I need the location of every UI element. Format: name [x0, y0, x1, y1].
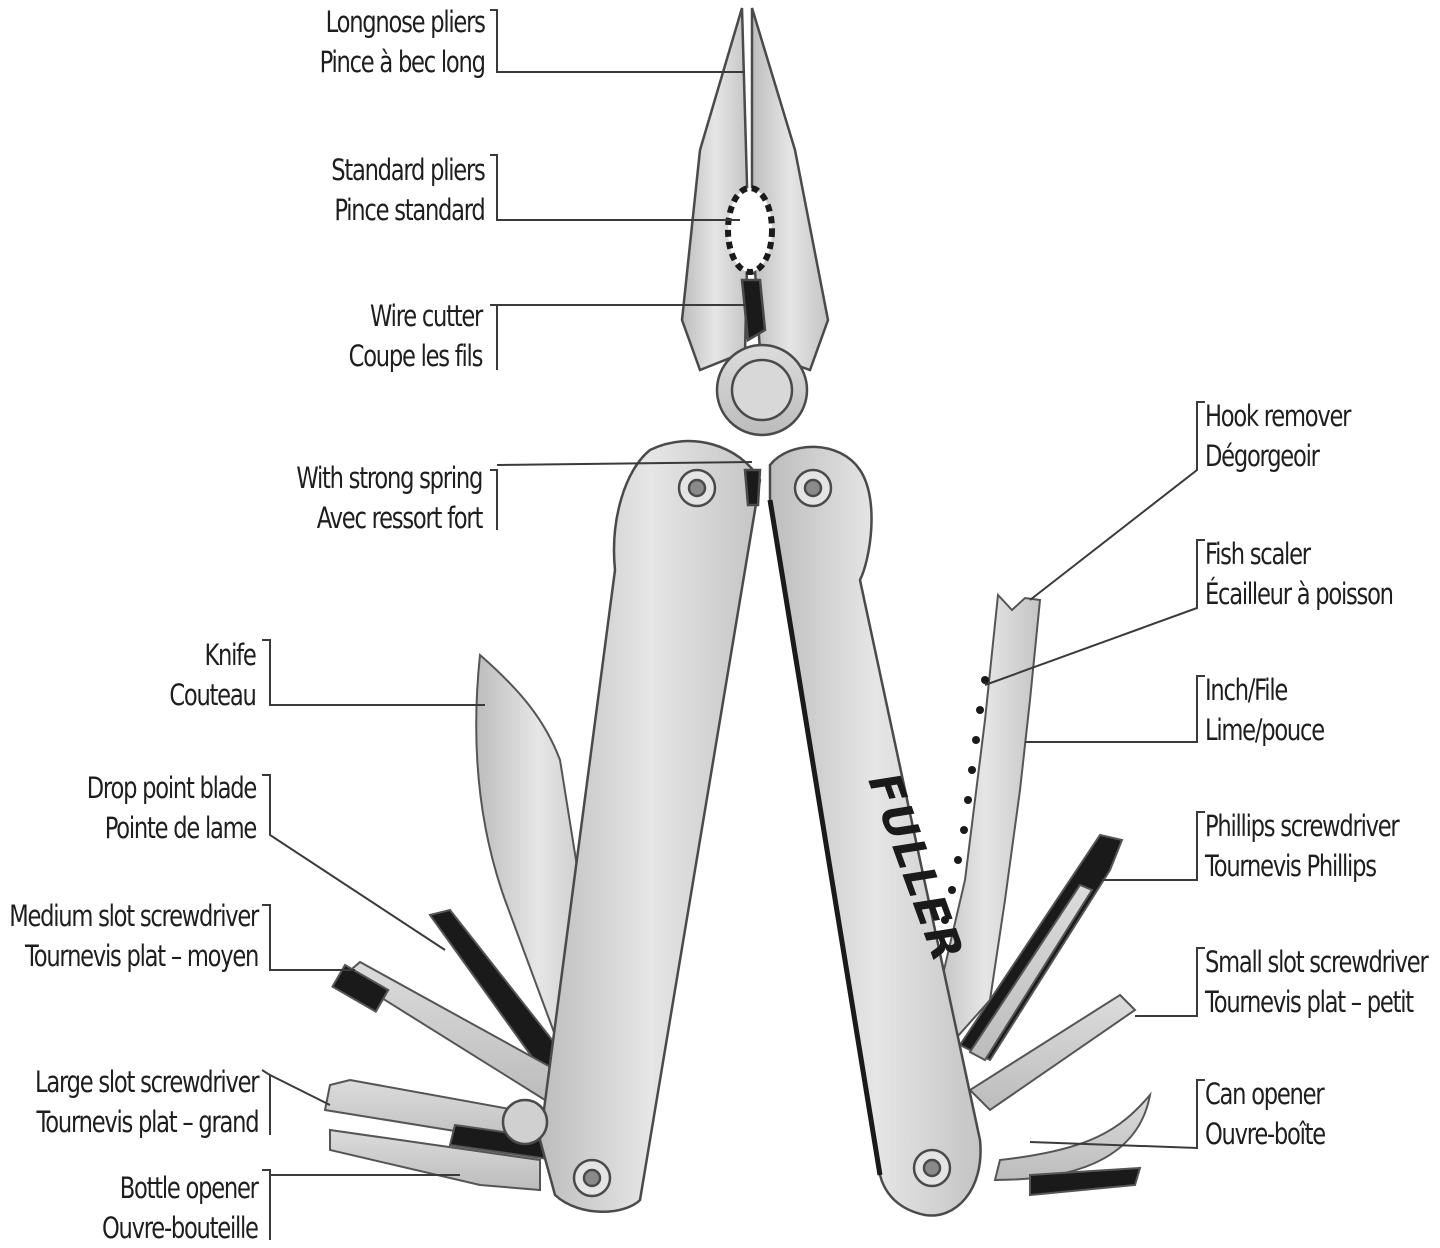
- handles: [501, 439, 982, 1217]
- file-fish-scaler: [928, 592, 1042, 1047]
- can-opener-dark: [1029, 1166, 1142, 1197]
- right-handle: [768, 445, 982, 1217]
- spring: [743, 468, 762, 507]
- bottle-opener: [329, 1128, 541, 1192]
- medium-screwdriver-tip: [331, 963, 390, 1014]
- scaler-teeth: [931, 676, 989, 984]
- small-screwdriver: [968, 993, 1137, 1112]
- phillips-shaft: [968, 883, 1094, 1062]
- left-tool-pivot: [501, 1098, 549, 1146]
- leader-lines: [261, 9, 1205, 1240]
- standard-pliers-grip: [725, 185, 775, 275]
- pivot-inner: [730, 358, 794, 422]
- pliers-head: [680, 7, 830, 437]
- left-jaw: [680, 7, 750, 372]
- wire-cutter-gap: [740, 278, 767, 343]
- can-opener: [993, 1091, 1152, 1182]
- right-tools: [928, 592, 1152, 1197]
- left-handle: [538, 439, 762, 1213]
